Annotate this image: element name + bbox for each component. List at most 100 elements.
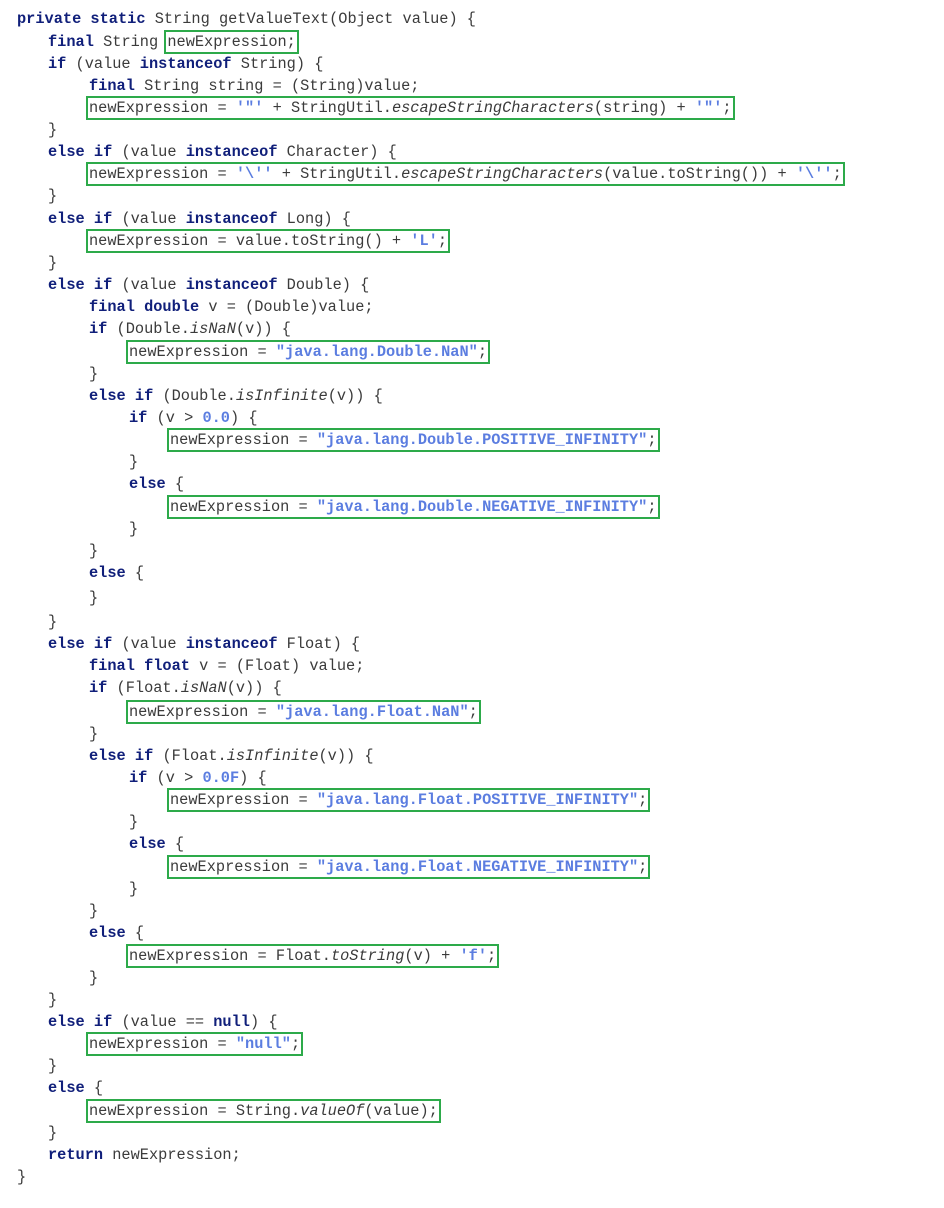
string-literal: "java.lang.Float.POSITIVE_INFINITY" <box>316 791 639 809</box>
code-text: newExpression = <box>89 99 236 117</box>
highlighted-expression: newExpression = "null"; <box>85 1032 304 1056</box>
code-text: ; <box>647 498 657 516</box>
string-literal: "java.lang.Double.POSITIVE_INFINITY" <box>316 431 648 449</box>
highlighted-expression: newExpression = "java.lang.Float.POSITIV… <box>166 788 651 812</box>
code-line: newExpression = "java.lang.Double.NEGATI… <box>167 495 660 519</box>
code-line: else if (value instanceof Double) { <box>48 274 369 296</box>
keyword: else <box>129 475 166 493</box>
code-text: (v) + <box>404 947 460 965</box>
highlighted-expression: newExpression = String.valueOf(value); <box>86 1099 441 1123</box>
code-text: ) { <box>249 1013 278 1031</box>
keyword: else <box>48 1079 85 1097</box>
keyword: return <box>48 1146 104 1164</box>
code-text: Double) { <box>277 276 370 294</box>
number-literal: 0.0 <box>202 409 230 427</box>
code-text: newExpression = <box>89 165 236 183</box>
code-text: (Float. <box>153 747 227 765</box>
code-line: newExpression = "java.lang.Float.NEGATIV… <box>166 855 651 879</box>
keyword: if <box>89 320 108 338</box>
static-method-call: escapeStringCharacters <box>401 165 604 183</box>
code-line: } <box>48 185 57 207</box>
code-line: else if (Float.isInfinite(v)) { <box>89 745 374 767</box>
code-text: Long) { <box>277 210 351 228</box>
code-text: { <box>165 835 185 853</box>
keyword: null <box>213 1013 250 1031</box>
code-line: else { <box>89 922 144 944</box>
code-text: newExpression = String. <box>89 1102 301 1120</box>
keyword: if <box>129 409 148 427</box>
code-line: if (v > 0.0) { <box>129 407 258 429</box>
highlighted-expression: newExpression = "java.lang.Float.NEGATIV… <box>166 855 651 879</box>
code-text: (value <box>112 276 186 294</box>
code-text: String string = (String)value; <box>134 77 420 95</box>
code-text: v = (Float) value; <box>189 657 365 675</box>
code-text: ; <box>638 858 648 876</box>
code-text: newExpression = <box>129 343 276 361</box>
keyword: instanceof <box>185 276 278 294</box>
code-text: newExpression = <box>89 1035 236 1053</box>
keyword: instanceof <box>185 635 278 653</box>
code-line: final double v = (Double)value; <box>89 296 374 318</box>
highlighted-expression: newExpression = Float.toString(v) + 'f'; <box>125 944 500 968</box>
code-text: ; <box>437 232 448 250</box>
highlighted-expression: newExpression = "java.lang.Double.POSITI… <box>167 428 660 452</box>
keyword: instanceof <box>185 210 278 228</box>
code-text: (v > <box>147 769 203 787</box>
code-line: } <box>89 723 98 745</box>
code-line: if (v > 0.0F) { <box>129 767 267 789</box>
code-text: (Double. <box>107 320 190 338</box>
keyword: else if <box>48 635 113 653</box>
code-line: newExpression = "java.lang.Float.NaN"; <box>126 700 481 724</box>
code-text: } <box>48 991 58 1009</box>
code-line: } <box>17 1166 26 1188</box>
static-method-call: isInfinite <box>235 387 328 405</box>
string-literal: 'L' <box>410 232 438 250</box>
code-text: } <box>48 254 58 272</box>
code-text: (v)) { <box>327 387 383 405</box>
code-line: else { <box>48 1077 103 1099</box>
code-line: else { <box>129 833 184 855</box>
code-text: (v)) { <box>226 679 282 697</box>
static-method-call: isInfinite <box>226 747 319 765</box>
code-line: if (Double.isNaN(v)) { <box>89 318 291 340</box>
code-text: (value <box>112 210 186 228</box>
code-text: (Float. <box>107 679 181 697</box>
code-line: if (Float.isNaN(v)) { <box>89 677 282 699</box>
code-line: } <box>48 989 57 1011</box>
code-text: } <box>89 969 99 987</box>
code-text: } <box>129 880 139 898</box>
code-line: } <box>89 540 98 562</box>
code-text: } <box>89 542 99 560</box>
code-text: String getValueText(Object value) { <box>145 10 476 28</box>
code-line: newExpression = "null"; <box>85 1032 304 1056</box>
code-text: (v > <box>147 409 203 427</box>
code-text: } <box>129 453 139 471</box>
code-text: ; <box>477 343 488 361</box>
code-line: final float v = (Float) value; <box>89 655 364 677</box>
keyword: else if <box>48 1013 113 1031</box>
code-text: String) { <box>231 55 324 73</box>
code-line: final String string = (String)value; <box>89 75 419 97</box>
string-literal: "java.lang.Double.NaN" <box>275 343 478 361</box>
keyword: final <box>89 77 135 95</box>
code-text: (value <box>112 143 186 161</box>
keyword: instanceof <box>139 55 232 73</box>
code-line: newExpression = "java.lang.Float.POSITIV… <box>166 788 651 812</box>
keyword: if <box>48 55 67 73</box>
code-text: newExpression = Float. <box>129 947 331 965</box>
code-text: { <box>84 1079 104 1097</box>
code-line: } <box>89 900 98 922</box>
code-line: newExpression = "java.lang.Double.NaN"; <box>125 340 491 364</box>
number-literal: 0.0F <box>202 769 240 787</box>
code-text: } <box>17 1168 27 1186</box>
code-text: + StringUtil. <box>263 99 392 117</box>
code-line: } <box>129 518 138 540</box>
code-text: (Double. <box>153 387 236 405</box>
code-text: (value); <box>364 1102 438 1120</box>
highlighted-expression: newExpression = '\'' + StringUtil.escape… <box>86 162 845 186</box>
code-text: newExpression = <box>170 498 317 516</box>
code-text: ; <box>468 703 478 721</box>
code-line: else { <box>129 473 184 495</box>
static-method-call: isNaN <box>189 320 236 338</box>
